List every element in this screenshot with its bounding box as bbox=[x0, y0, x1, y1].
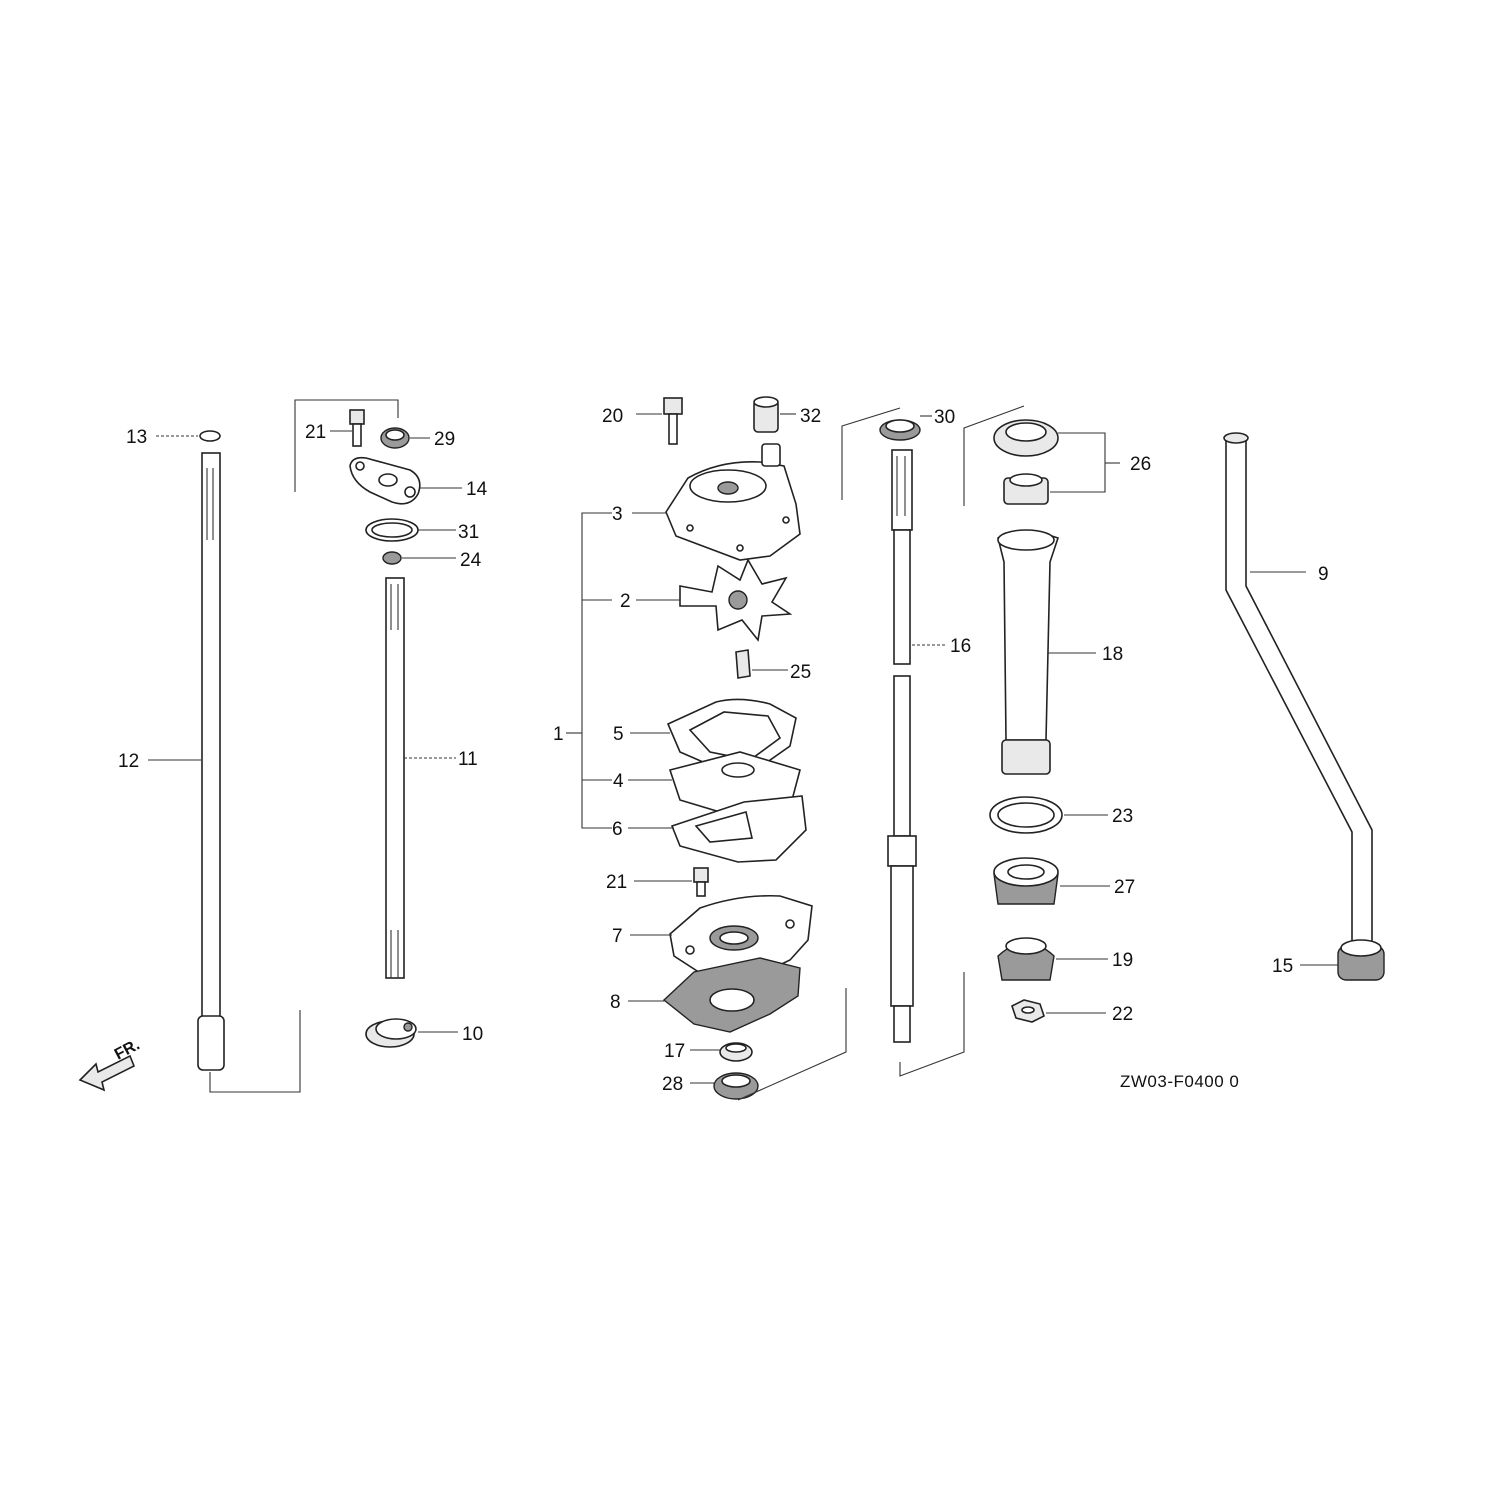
diagram-code: ZW03-F0400 0 bbox=[1120, 1072, 1239, 1091]
front-direction-arrow-icon: FR. bbox=[78, 1036, 143, 1092]
callout-21-upper: 21 bbox=[305, 422, 326, 443]
part-21-bolt-upper bbox=[330, 409, 365, 447]
part-10-grommet bbox=[365, 1018, 458, 1048]
callout-21-lower: 21 bbox=[606, 872, 627, 893]
callout-32: 32 bbox=[800, 406, 821, 427]
part-6-gasket bbox=[628, 795, 807, 863]
callout-2: 2 bbox=[620, 591, 631, 612]
callout-17: 17 bbox=[664, 1041, 685, 1062]
part-13-clip bbox=[156, 430, 221, 442]
callout-9: 9 bbox=[1318, 564, 1329, 585]
callout-8: 8 bbox=[610, 992, 621, 1013]
part-31-o-ring bbox=[365, 518, 456, 542]
part-20-bolt bbox=[636, 397, 683, 445]
callout-13: 13 bbox=[126, 427, 147, 448]
part-2-impeller bbox=[636, 558, 793, 642]
part-28-seal bbox=[690, 1072, 759, 1100]
part-21-bolt-lower bbox=[634, 867, 709, 897]
callout-12: 12 bbox=[118, 751, 139, 772]
part-16-drive-shaft bbox=[887, 449, 946, 1043]
callout-6: 6 bbox=[612, 819, 623, 840]
callout-20: 20 bbox=[602, 406, 623, 427]
callout-3: 3 bbox=[612, 504, 623, 525]
callout-28: 28 bbox=[662, 1074, 683, 1095]
callout-5: 5 bbox=[613, 724, 624, 745]
callout-19: 19 bbox=[1112, 950, 1133, 971]
callout-25: 25 bbox=[790, 662, 811, 683]
part-17-seal bbox=[690, 1042, 753, 1062]
callout-30: 30 bbox=[934, 407, 955, 428]
callout-11: 11 bbox=[458, 749, 478, 770]
part-8-gasket bbox=[628, 957, 801, 1033]
part-3-pump-housing bbox=[632, 443, 801, 561]
part-26-bearing-set bbox=[993, 419, 1120, 505]
part-12-shaft bbox=[148, 452, 225, 1071]
callout-26: 26 bbox=[1130, 454, 1151, 475]
part-24-clip bbox=[382, 551, 456, 565]
part-29-seal bbox=[380, 427, 430, 449]
callout-7: 7 bbox=[612, 926, 623, 947]
part-18-tube bbox=[997, 529, 1096, 775]
part-25-key bbox=[735, 649, 788, 679]
part-15-grommet bbox=[1300, 939, 1385, 981]
callout-1: 1 bbox=[553, 724, 564, 745]
callout-14: 14 bbox=[466, 479, 488, 500]
part-19-pinion-gear bbox=[997, 937, 1108, 981]
callout-18: 18 bbox=[1102, 644, 1123, 665]
part-22-nut bbox=[1011, 999, 1106, 1023]
part-30-seal bbox=[879, 415, 932, 441]
callout-10: 10 bbox=[462, 1024, 483, 1045]
part-11-rod bbox=[385, 577, 456, 979]
part-23-washer bbox=[989, 796, 1108, 834]
callout-15: 15 bbox=[1272, 956, 1293, 977]
callout-29: 29 bbox=[434, 429, 455, 450]
part-27-bearing bbox=[993, 857, 1110, 905]
part-9-water-tube bbox=[1223, 432, 1373, 951]
part-32-collar bbox=[753, 396, 796, 433]
callout-16: 16 bbox=[950, 636, 971, 657]
callout-22: 22 bbox=[1112, 1004, 1133, 1025]
callout-31: 31 bbox=[458, 522, 479, 543]
callout-24: 24 bbox=[460, 550, 482, 571]
callout-23: 23 bbox=[1112, 806, 1133, 827]
callout-4: 4 bbox=[613, 771, 624, 792]
callout-27: 27 bbox=[1114, 877, 1135, 898]
front-marker: FR. bbox=[112, 1036, 143, 1063]
part-14-bracket bbox=[349, 456, 462, 505]
